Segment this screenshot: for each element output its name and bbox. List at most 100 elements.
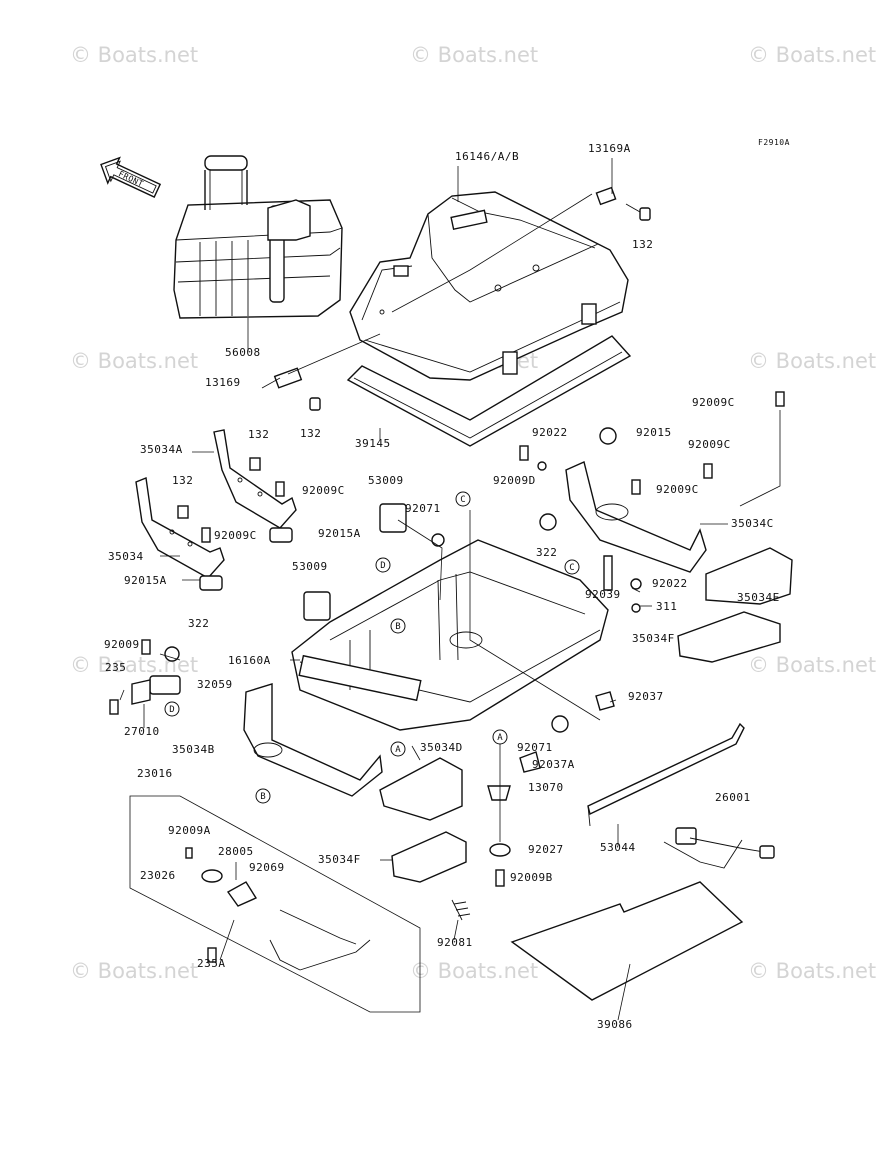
callout-circle bbox=[375, 557, 391, 573]
part-label: 16160A bbox=[228, 654, 271, 667]
part-label: 311 bbox=[656, 600, 677, 613]
wiring-harness-26001 bbox=[663, 827, 775, 869]
part-number-labels: 16146/A/B13169A1325600813169132391459200… bbox=[104, 142, 779, 1031]
part-label: 322 bbox=[536, 546, 557, 559]
spring-92081 bbox=[451, 899, 471, 921]
part-label: 92015A bbox=[318, 527, 361, 540]
part-label: 35034D bbox=[420, 741, 463, 754]
bolt-132-b bbox=[177, 505, 189, 519]
bracket-35034D bbox=[379, 757, 463, 821]
watermark-text: © Boats.net bbox=[748, 349, 876, 373]
plate-92015A-lower bbox=[199, 575, 223, 591]
part-label: 53009 bbox=[292, 560, 328, 573]
carrier-base-16160A bbox=[291, 539, 609, 731]
watermark-text: © Boats.net bbox=[70, 349, 198, 373]
part-label: 13169A bbox=[588, 142, 631, 155]
callout-circle bbox=[492, 729, 508, 745]
plate-92015A-upper bbox=[269, 527, 293, 543]
seal-39145 bbox=[346, 335, 632, 447]
part-label: 53009 bbox=[368, 474, 404, 487]
callout-circle bbox=[390, 741, 406, 757]
part-label: 92027 bbox=[528, 843, 564, 856]
clip-92037A bbox=[519, 751, 541, 773]
part-label: 23026 bbox=[140, 869, 176, 882]
bolt-132-upper bbox=[625, 203, 651, 221]
callout-marker: C bbox=[455, 491, 471, 507]
bolt-92009C-lower bbox=[201, 527, 211, 543]
callout-marker: B bbox=[390, 618, 406, 634]
watermark-text: © Boats.net bbox=[748, 959, 876, 983]
part-label: 92009C bbox=[302, 484, 345, 497]
strap-53044 bbox=[587, 722, 745, 827]
part-label: 132 bbox=[248, 428, 269, 441]
callout-letter: D bbox=[380, 561, 385, 571]
part-label: 13169 bbox=[205, 376, 241, 389]
watermark-layer: © Boats.net © Boats.net © Boats.net © Boats… bbox=[70, 43, 876, 983]
part-label: 35034F bbox=[318, 853, 361, 866]
callout-circle bbox=[164, 701, 180, 717]
part-label: 28005 bbox=[218, 845, 254, 858]
part-label: 39086 bbox=[597, 1018, 633, 1031]
part-label: 13070 bbox=[528, 781, 564, 794]
callout-letter: A bbox=[395, 745, 401, 755]
figure-code: F2910A bbox=[758, 138, 790, 147]
grommet-92071-lower bbox=[551, 715, 569, 733]
bolt-235 bbox=[109, 699, 119, 715]
callout-markers: C D B C D A B A bbox=[164, 491, 580, 804]
bolt-92009C-mid bbox=[631, 479, 641, 495]
part-label: 53044 bbox=[600, 841, 636, 854]
front-arrow-icon: FRONT bbox=[100, 156, 162, 198]
part-label: 92009C bbox=[688, 438, 731, 451]
clip-92037 bbox=[595, 691, 615, 711]
part-label: 92009 bbox=[104, 638, 140, 651]
block-53009-lower bbox=[303, 591, 331, 621]
bracket-35034F-upper bbox=[677, 611, 781, 663]
watermark-text: © Boats.net bbox=[410, 43, 538, 67]
stopper-13070 bbox=[487, 785, 511, 801]
callout-marker: D bbox=[164, 701, 180, 717]
part-label: 23016 bbox=[137, 767, 173, 780]
part-label: 235A bbox=[197, 957, 226, 970]
bolt-92009D bbox=[519, 445, 529, 461]
nut-311 bbox=[631, 603, 641, 613]
bracket-35034F-lower bbox=[391, 831, 467, 883]
part-label: 92009B bbox=[510, 871, 553, 884]
part-label: 92071 bbox=[517, 741, 553, 754]
part-label: 92069 bbox=[249, 861, 285, 874]
cap-92015 bbox=[599, 427, 617, 445]
callout-circle bbox=[455, 491, 471, 507]
collar-92027 bbox=[489, 843, 511, 857]
cap-322-left bbox=[164, 646, 180, 662]
part-label: 16146/A/B bbox=[455, 150, 519, 163]
part-label: 92039 bbox=[585, 588, 621, 601]
leader-lines bbox=[119, 158, 781, 1021]
bracket-35034 bbox=[135, 477, 225, 579]
bracket-35034C bbox=[565, 461, 707, 573]
part-label: 35034 bbox=[108, 550, 144, 563]
plate-27010 bbox=[131, 679, 151, 705]
bolt-92009C-left bbox=[275, 481, 285, 497]
part-label: 235 bbox=[105, 661, 126, 674]
callout-letter: B bbox=[260, 792, 265, 802]
callout-circle bbox=[255, 788, 271, 804]
bolt-92009C-top bbox=[775, 391, 785, 407]
callout-marker: A bbox=[492, 729, 508, 745]
part-label: 92009C bbox=[214, 529, 257, 542]
part-label: 92022 bbox=[532, 426, 568, 439]
bolt-92009B bbox=[495, 869, 505, 887]
part-label: 92022 bbox=[652, 577, 688, 590]
part-label: 132 bbox=[632, 238, 653, 251]
lock-32059 bbox=[149, 675, 181, 695]
part-label: 322 bbox=[188, 617, 209, 630]
bracket-35034B bbox=[243, 683, 383, 797]
callout-letter: D bbox=[169, 705, 174, 715]
part-label: 92071 bbox=[405, 502, 441, 515]
callout-letter: C bbox=[569, 563, 574, 573]
part-label: 35034F bbox=[632, 632, 675, 645]
part-label: 27010 bbox=[124, 725, 160, 738]
part-label: 92009C bbox=[656, 483, 699, 496]
callout-letter: C bbox=[460, 495, 465, 505]
bolt-132-a bbox=[249, 457, 261, 471]
callout-marker: D bbox=[375, 557, 391, 573]
part-label: 39145 bbox=[355, 437, 391, 450]
